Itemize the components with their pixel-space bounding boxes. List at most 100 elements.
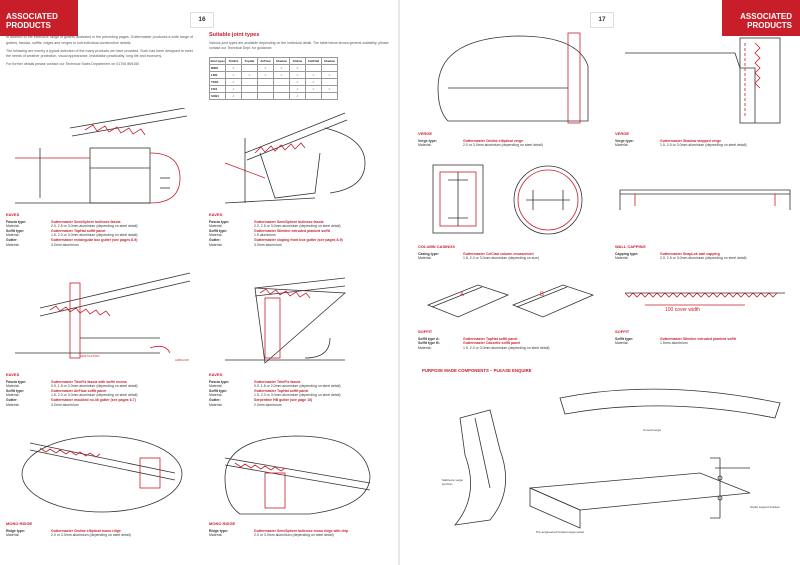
spec-title: VERGE (615, 131, 630, 136)
spec-row: Material:0.9, 1.5 or 2.0mm aluminium (de… (6, 384, 196, 389)
table-cell: ✓ (305, 78, 322, 86)
spec-title: COLUMN CASINGS (418, 244, 455, 249)
page-number: 17 (590, 12, 614, 28)
table-header: CellClad (305, 57, 322, 65)
spec-block: MONO RIDGE Ridge type:Guttermaster Omlin… (6, 521, 196, 538)
spec-value: 2.0, 2.5 or 3.0mm aluminium (depending o… (51, 224, 138, 229)
table-cell: ✓ (273, 71, 290, 79)
joint-types-table: Joint types TrimFix TopHat AirFlow Shado… (209, 57, 338, 100)
page-16: ASSOCIATED PRODUCTS 16 In addition to th… (0, 0, 398, 565)
spec-value: Guttermaster TrimFix fascia with soffit … (51, 379, 127, 384)
spec-key: Material: (6, 402, 20, 407)
table-cell: ✓ (289, 78, 306, 86)
page-17: ASSOCIATED PRODUCTS 17 VERGE Verge type:… (400, 0, 800, 565)
spec-key: Fascia type: (209, 219, 230, 224)
spec-value: Guttermaster Omline elliptical mono ridg… (51, 528, 121, 533)
spec-value: Guttermaster TopHat soffit panel (254, 388, 309, 393)
spec-key: Material: (6, 533, 20, 538)
spec-key: Material: (418, 256, 432, 261)
spec-value: Guttermaster Slimline extruded planked s… (660, 336, 736, 341)
spec-key: Soffit type A: (418, 336, 440, 341)
spec-title: VERGE (418, 131, 433, 136)
spec-value: 1.5, 2.0 or 3.0mm aluminium (depending o… (463, 256, 540, 261)
spec-row: Material:1.5 aluminium (209, 233, 394, 238)
spec-key: Gutter: (209, 237, 221, 242)
spec-value: Guttermaster TopHat soffit panel (463, 336, 518, 341)
row-label: FIX1 (209, 85, 226, 93)
spec-value: 1.5 aluminium (254, 233, 276, 238)
table-cell: ✓ (241, 71, 258, 79)
spec-row: Soffit type B:Guttermaster Cassette soff… (418, 341, 603, 346)
spec-row: Material:2.0 or 3.0mm aluminium (dependi… (6, 533, 196, 538)
spec-row: Material:2.0, 2.5 or 3.0mm aluminium (de… (615, 256, 795, 261)
table-row: FIX1✓✓✓✓ (209, 85, 338, 93)
spec-value: 3.0mm aluminium (51, 402, 79, 407)
spec-row: Gutter: Guttermaster sloping front box gu… (209, 238, 394, 243)
spec-title: MONO RIDGE (209, 521, 236, 526)
spec-block: VERGE Verge type: Guttermaster Omline ell… (418, 131, 603, 148)
spec-row: Material:1.5mm aluminium (615, 341, 795, 346)
spec-key: Material: (6, 233, 20, 238)
table-row: LIN1✓✓✓✓✓✓✓ (209, 71, 338, 79)
spec-key: Soffit type: (209, 228, 228, 233)
table-cell (273, 78, 290, 86)
table-cell (305, 64, 322, 72)
spec-key: Material: (6, 393, 20, 398)
intro-paragraph: For further details please contact our T… (6, 62, 140, 67)
table-cell: ✓ (257, 64, 274, 72)
saltire-label: Saltire-ite verge junction (442, 478, 464, 486)
table-cell (321, 78, 338, 86)
table-row: SUB1✓✓ (209, 92, 338, 100)
spec-row: Material:0.9, 1.5 or 2.0mm aluminium (de… (209, 384, 394, 389)
spec-value: Guttermaster sloping front box gutter (s… (254, 237, 343, 242)
table-cell: ✓ (257, 71, 274, 79)
spec-row: Soffit type A: Guttermaster TopHat soffit… (418, 337, 603, 342)
spec-block: MONO RIDGE Ridge type:Guttermaster SemiS… (209, 521, 394, 538)
spec-key: Soffit type: (6, 388, 25, 393)
table-cell: ✓ (225, 92, 242, 100)
table-cell: ✓ (321, 85, 338, 93)
intro-paragraph: In addition to the extensive range of gu… (6, 35, 193, 45)
spec-title: WALL CAPPING (615, 244, 646, 249)
spec-value: 1.5, 2.0 or 3.0mm aluminium (depending o… (254, 393, 341, 398)
spec-row: Material:2.0mm aluminium (209, 403, 394, 408)
spec-key: Material: (209, 384, 223, 389)
spec-value: Guttermaster TopHat soffit panel (51, 228, 106, 233)
spec-key: Material: (6, 384, 20, 389)
table-cell: ✓ (305, 71, 322, 79)
spec-row: Soffit type:Guttermaster AirFlow soffit … (6, 389, 196, 394)
spec-row: Material: 1.5, 2.0 or 3.0mm aluminium (de… (418, 256, 603, 261)
spec-block: SOFFIT Soffit type:Guttermaster Slimline… (615, 329, 795, 346)
table-header: TopHat (241, 57, 258, 65)
spec-key: Verge type: (615, 138, 634, 143)
table-cell: ✓ (305, 85, 322, 93)
eaves-drawing-3 (10, 268, 195, 368)
spec-key: Material: (209, 242, 223, 247)
table-cell (321, 64, 338, 72)
table-header: TrimFix (225, 57, 242, 65)
spec-value: 2.0 or 3.0mm aluminium (depending on ste… (463, 143, 543, 148)
spec-value: Guttermaster CelClad column encasement (463, 251, 534, 256)
table-header-row: Joint types TrimFix TopHat AirFlow Shado… (209, 57, 338, 65)
spec-title: MONO RIDGE (6, 521, 33, 526)
spec-row: Fascia type:Guttermaster TrimFix fascia … (6, 380, 196, 385)
spec-block: EAVES Fascia type:Guttermaster TrimFix f… (209, 372, 394, 408)
spec-key: Verge type: (418, 138, 437, 143)
spec-block: VERGE Verge type:Guttermaster Shadow ste… (615, 131, 795, 148)
table-cell: ✓ (289, 85, 306, 93)
eaves-drawing-1 (10, 108, 195, 208)
spec-row: Casing type: Guttermaster CelClad column … (418, 252, 603, 257)
spec-value: Guttermaster moulded no.46 gutter (see p… (51, 397, 136, 402)
mono-ridge-drawing-2 (205, 428, 390, 520)
spec-key: Casing type: (418, 251, 440, 256)
table-cell (273, 92, 290, 100)
spec-value: Guttermaster Omline elliptical verge (463, 138, 524, 143)
spec-block: COLUMN CASINGS Casing type: Guttermaster … (418, 244, 603, 261)
spec-value: 2.0mm aluminium (254, 402, 282, 407)
mono-ridge-drawing-1 (10, 428, 195, 520)
spec-row: Verge type: Guttermaster Omline elliptica… (418, 139, 603, 144)
table-cell (305, 92, 322, 100)
curved-verge-label: Curved verge (643, 428, 662, 432)
spec-key: Material: (209, 393, 223, 398)
spec-value: 2.0 or 3.0mm aluminium (depending on ste… (254, 533, 334, 538)
